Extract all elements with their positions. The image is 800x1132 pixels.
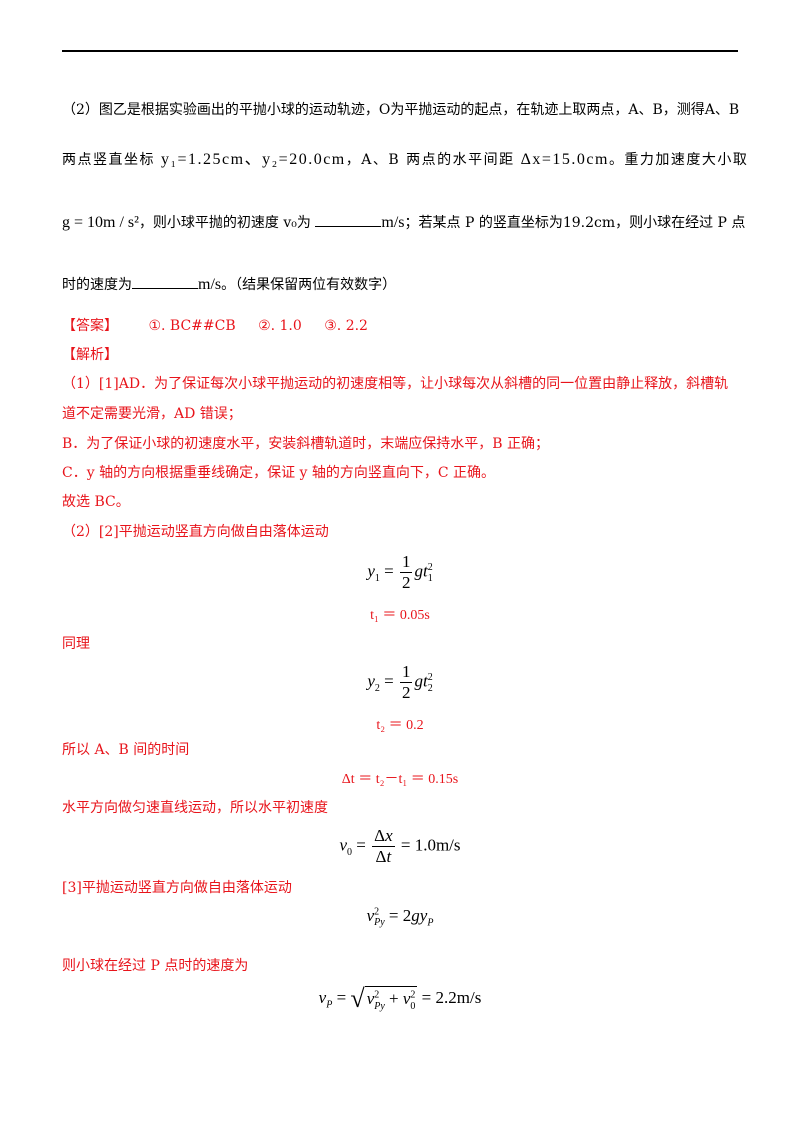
question-text: （2）图乙是根据实验画出的平抛小球的运动轨迹，O为平抛运动的起点，在轨迹上取两点… [62,102,740,118]
analysis-p4: 故选 BC。 [62,494,130,510]
answer-blank-2 [132,274,198,289]
coordinate-values: y₁=1.25cm、y₂=20.0cm [160,151,346,168]
question-line-2: 两点竖直坐标 y₁=1.25cm、y₂=20.0cm，A、B 两点的水平间距 Δ… [62,150,748,170]
answer-label: 【答案】 [62,318,118,334]
equation-vpy: v2Py = 2gyP [366,906,434,929]
analysis-p8: [3]平抛运动竖直方向做自由落体运动 [62,880,292,896]
analysis-label: 【解析】 [62,347,118,363]
text: 两点竖直坐标 [62,152,155,168]
equation-dt: Δt ＝ t₂－t₁ ＝ 0.15s [341,772,459,787]
text: 。（结果保留两位有效数字） [221,277,397,293]
v0-result: = 1.0m/s [400,835,461,855]
answer-line: 【答案】 ①. BC##CB ②. 1.0 ③. 2.2 [62,316,368,336]
analysis-p2: B．为了保证小球的初速度水平，安装斜槽轨道时，末端应保持水平，B 正确； [62,436,550,452]
vp-result: = 2.2m/s [421,987,482,1007]
question-line-1: （2）图乙是根据实验画出的平抛小球的运动轨迹，O为平抛运动的起点，在轨迹上取两点… [62,100,739,120]
text: 时的速度为 [62,277,132,293]
analysis-p7: 水平方向做匀速直线运动，所以水平初速度 [62,800,328,816]
equation-t1: t₁ ＝ 0.05s [370,608,430,623]
text: ，A、B 两点的水平间距 [345,152,515,168]
analysis-p3: C．y 轴的方向根据重垂线确定，保证 y 轴的方向竖直向下，C 正确。 [62,465,496,481]
answer-blank-1 [315,212,382,227]
analysis-p1a: （1）[1]AD．为了保证每次小球平抛运动的初速度相等，让小球每次从斜槽的同一位… [62,376,729,392]
sqrt-expression: √v2Py + v20 [350,984,418,1013]
analysis-p6: 所以 A、B 间的时间 [62,742,190,758]
text: 。重力加速度大小取 [608,152,749,168]
question-line-3: g = 10m / s²，则小球平抛的初速度 v₀为 m/s；若某点 P 的竖直… [62,212,745,233]
header-rule [62,50,738,52]
answer-item: ③. 2.2 [324,318,368,334]
question-line-4: 时的速度为 m/s。（结果保留两位有效数字） [62,274,396,295]
equation-t2: t₂ ＝ 0.2 [376,718,424,733]
analysis-p5: （2）[2]平抛运动竖直方向做自由落体运动 [62,524,329,540]
analysis-same: 同理 [62,636,90,652]
unit: m/s [381,214,405,231]
answer-item: ②. 1.0 [258,318,302,334]
analysis-p1b: 道不定需要光滑，AD 错误； [62,406,242,422]
gravity-value: g = 10m / s² [62,214,139,231]
text: ，则小球平抛的初速度 v₀为 [138,215,311,231]
text: ；若某点 P 的竖直坐标为19.2cm，则小球在经过 P 点 [404,215,746,231]
analysis-p9: 则小球在经过 P 点时的速度为 [62,958,249,974]
answer-item: ①. BC##CB [148,318,236,334]
horizontal-distance: Δx=15.0cm [520,151,609,168]
unit: m/s [198,276,222,293]
equation-vp: vP = √v2Py + v20 = 2.2m/s [318,984,482,1013]
